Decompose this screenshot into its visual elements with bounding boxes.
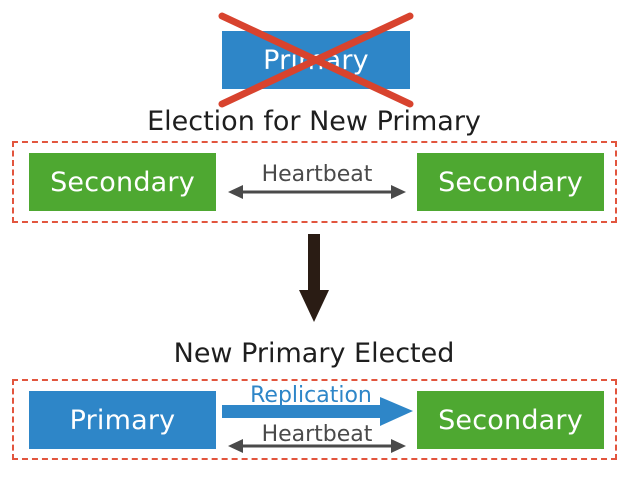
elected-heading: New Primary Elected (173, 338, 455, 369)
elected-group (12, 379, 617, 460)
elected-secondary-label: Secondary (438, 404, 583, 436)
elected-heartbeat-arrow (228, 439, 406, 453)
elected-primary-node: Primary (29, 391, 216, 449)
election-secondary-left: Secondary (29, 153, 216, 211)
replication-arrow (222, 397, 413, 426)
election-heading: Election for New Primary (147, 106, 481, 137)
election-secondary-left-label: Secondary (50, 166, 195, 198)
transition-down-arrow (299, 234, 329, 322)
replication-label: Replication (250, 383, 372, 408)
election-heartbeat-label: Heartbeat (261, 162, 373, 187)
elected-heartbeat-label: Heartbeat (261, 422, 373, 447)
elected-primary-label: Primary (69, 404, 176, 436)
election-heartbeat-arrow (228, 185, 406, 199)
election-group (12, 141, 617, 223)
election-secondary-right-label: Secondary (438, 166, 583, 198)
election-secondary-right: Secondary (417, 153, 604, 211)
failed-primary-cross-icon (218, 12, 414, 108)
elected-secondary-node: Secondary (417, 391, 604, 449)
